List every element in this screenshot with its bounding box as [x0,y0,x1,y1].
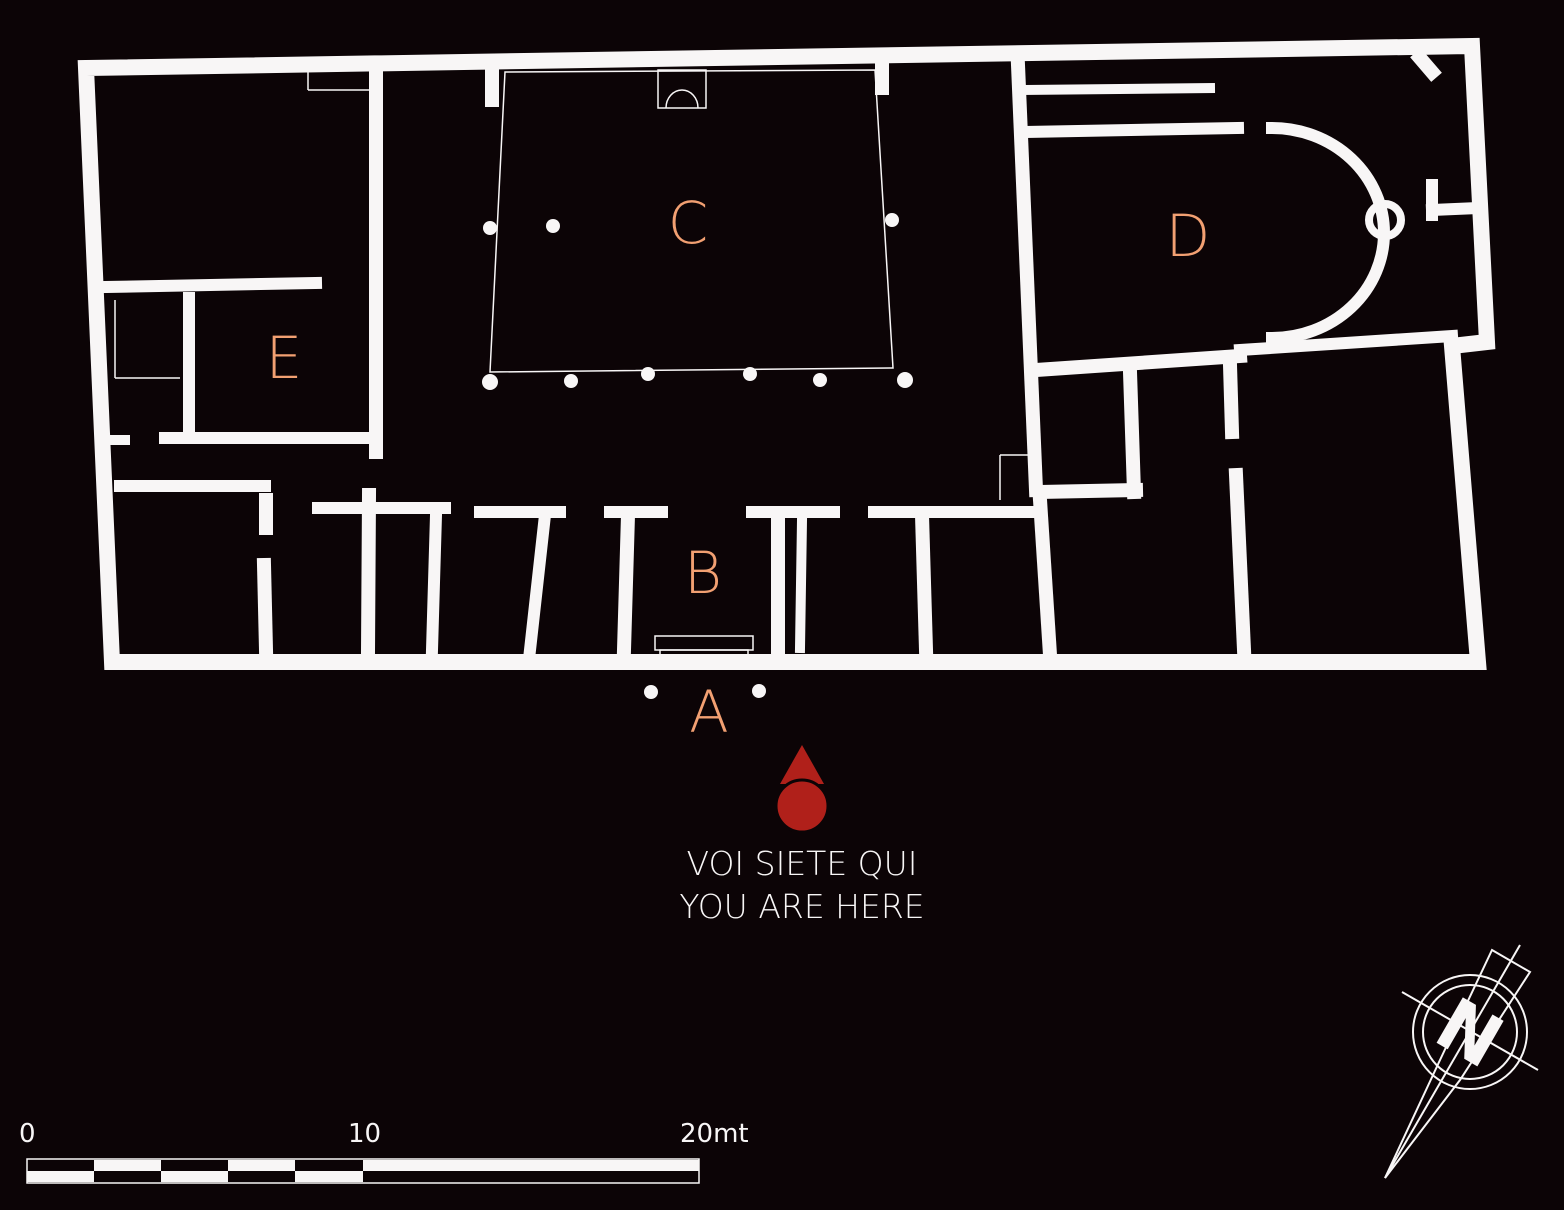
room-label-d: D [1166,202,1211,270]
scale-label-0: 0 [19,1119,36,1149]
scale-label-20: 20mt [680,1119,749,1149]
room-labels: C D E B A [266,189,1211,746]
scale-bar: 0 10 20mt [19,1119,749,1184]
location-pin-icon [774,778,830,834]
room-label-a: A [689,678,729,746]
north-compass-icon: N [1384,944,1539,1179]
you-are-here-marker: VOI SIETE QUI YOU ARE HERE [679,745,925,926]
columns [482,213,913,699]
room-label-e: E [266,324,303,392]
room-label-b: B [684,539,722,607]
room-label-c: C [668,189,709,257]
outer-wall [77,37,1496,670]
marker-text-english: YOU ARE HERE [679,887,924,926]
building-walls [77,37,1496,670]
direction-arrow-icon [780,745,824,784]
marker-text-italian: VOI SIETE QUI [686,844,917,883]
scale-label-10: 10 [348,1119,381,1149]
